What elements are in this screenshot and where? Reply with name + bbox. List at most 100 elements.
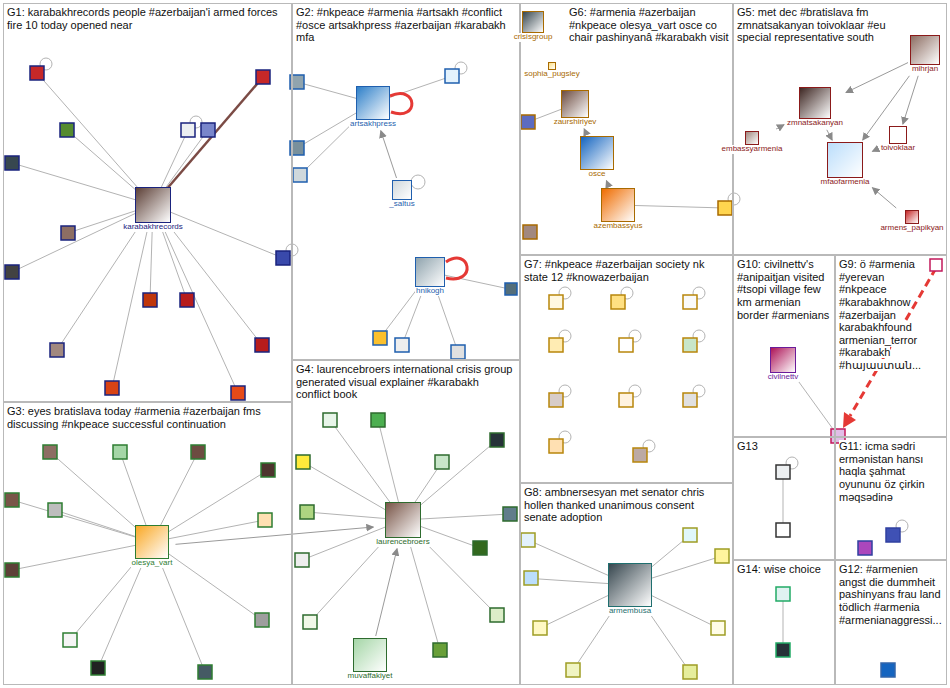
group-heading-text: G10: civilnettv's #anipaitjan visited #t… <box>737 258 829 321</box>
edge-line <box>37 73 153 205</box>
connector <box>846 63 908 93</box>
avatar <box>43 445 57 459</box>
avatar <box>858 541 872 555</box>
avatar-image <box>580 136 614 170</box>
vertex: muvaffakiyet <box>347 638 394 681</box>
connector <box>381 131 397 178</box>
avatar <box>295 553 309 567</box>
avatar <box>683 295 697 309</box>
vertex: crisisgroup <box>513 11 554 42</box>
vertex-label: civilnettv <box>767 373 800 382</box>
avatar <box>683 393 697 407</box>
avatar-image <box>385 502 421 538</box>
vertex: armembusa <box>608 563 652 616</box>
red-self-loop <box>446 258 467 279</box>
avatar-image <box>889 126 907 144</box>
avatar <box>261 463 275 477</box>
avatar <box>776 523 790 537</box>
dashed-arrow-head <box>843 412 856 428</box>
connector <box>175 527 373 544</box>
connector <box>376 549 397 636</box>
group-heading-text: G2: #nkpeace #armenia #artsakh #conflict… <box>296 6 506 43</box>
avatar-image <box>608 563 652 607</box>
group-heading-text: G8: ambnersesyan met senator chris holle… <box>524 486 704 523</box>
avatar <box>451 345 465 359</box>
red-self-loop <box>390 94 412 114</box>
avatar <box>930 259 942 271</box>
avatar <box>371 413 385 427</box>
group-panel: G6: #armenia #azerbaijan #nkpeace olesya… <box>520 3 733 255</box>
vertex-label: hnikogh <box>415 287 445 296</box>
avatar <box>276 251 290 265</box>
group-heading: G11: icma sədri ermənistan hansı haqla ş… <box>836 438 946 503</box>
connector <box>872 149 877 152</box>
avatar <box>91 661 105 675</box>
avatar <box>296 455 310 469</box>
avatar <box>549 393 563 407</box>
group-panel: G11: icma sədri ermənistan hansı haqla ş… <box>835 437 947 560</box>
avatar <box>886 528 900 542</box>
avatar <box>50 343 64 357</box>
avatar <box>323 413 337 427</box>
avatar-image <box>827 142 863 178</box>
vertex-label: mfaofarmenia <box>820 178 871 187</box>
vertex: civilnettv <box>767 347 800 382</box>
avatar <box>490 433 504 447</box>
avatar <box>473 541 487 555</box>
avatar-image <box>799 87 831 119</box>
group-heading: G3: eyes bratislava today #armenia #azer… <box>4 403 291 430</box>
group-heading-text: G3: eyes bratislava today #armenia #azer… <box>7 405 261 430</box>
edge-line <box>152 470 268 542</box>
avatar <box>61 226 75 240</box>
avatar <box>435 455 449 469</box>
group-heading: G8: ambnersesyan met senator chris holle… <box>521 484 732 524</box>
group-panel: G13 <box>733 437 835 560</box>
avatar <box>373 331 387 345</box>
group-heading-text: G13 <box>737 440 758 452</box>
group-panel: G14: wise choice <box>733 560 835 685</box>
vertex-label: artsakhpress <box>349 120 397 129</box>
vertex-label: zaurshiriyev <box>553 118 598 127</box>
avatar-image <box>770 347 796 373</box>
avatar <box>776 465 790 479</box>
avatar <box>293 168 307 182</box>
group-heading-text: G9: ö #armenia #yerevan #nkpeace #karaba… <box>839 258 921 371</box>
vertex-label: muvaffakiyet <box>347 672 394 681</box>
group-heading-text: G11: icma sədri ermənistan hansı haqla ş… <box>839 440 925 503</box>
avatar <box>683 665 697 679</box>
edge-line <box>783 472 784 530</box>
avatar <box>181 123 195 137</box>
connector <box>827 130 832 140</box>
avatar <box>445 69 459 83</box>
avatar-image <box>561 90 589 118</box>
vertex: olesya_vart <box>131 525 174 568</box>
avatar <box>48 503 62 517</box>
group-panel: G8: ambnersesyan met senator chris holle… <box>520 483 733 685</box>
avatar <box>521 115 535 129</box>
group-panel: G7: #nkpeace #azerbaijan society nk stat… <box>520 255 733 483</box>
avatar <box>881 663 895 677</box>
avatar <box>5 493 19 507</box>
group-panel: G10: civilnettv's #anipaitjan visited #t… <box>733 255 835 437</box>
avatar <box>549 338 563 352</box>
group-heading: G14: wise choice <box>734 561 834 576</box>
vertex: toivoklaar <box>880 126 916 153</box>
group-heading-text: G12: #armenien angst die dummheit pashin… <box>839 563 942 626</box>
group-panel: G1: karabakhrecords people #azerbaijan'i… <box>3 3 292 402</box>
edge-line <box>783 594 784 650</box>
avatar <box>113 445 127 459</box>
vertex-label: armembusa <box>608 607 652 616</box>
avatar-image <box>356 86 390 120</box>
vertex-label: osce <box>588 170 607 179</box>
avatar-image <box>601 188 635 222</box>
avatar-image <box>353 638 387 672</box>
avatar <box>711 621 725 635</box>
connector <box>606 181 608 186</box>
vertex: hnikogh <box>415 257 445 296</box>
group-panel: G3: eyes bratislava today #armenia #azer… <box>3 402 292 685</box>
group-heading-text: G7: #nkpeace #azerbaijan society nk stat… <box>524 258 704 283</box>
group-panel: G2: #nkpeace #armenia #artsakh #conflict… <box>292 3 520 360</box>
avatar <box>105 381 119 395</box>
avatar-image <box>522 11 544 33</box>
